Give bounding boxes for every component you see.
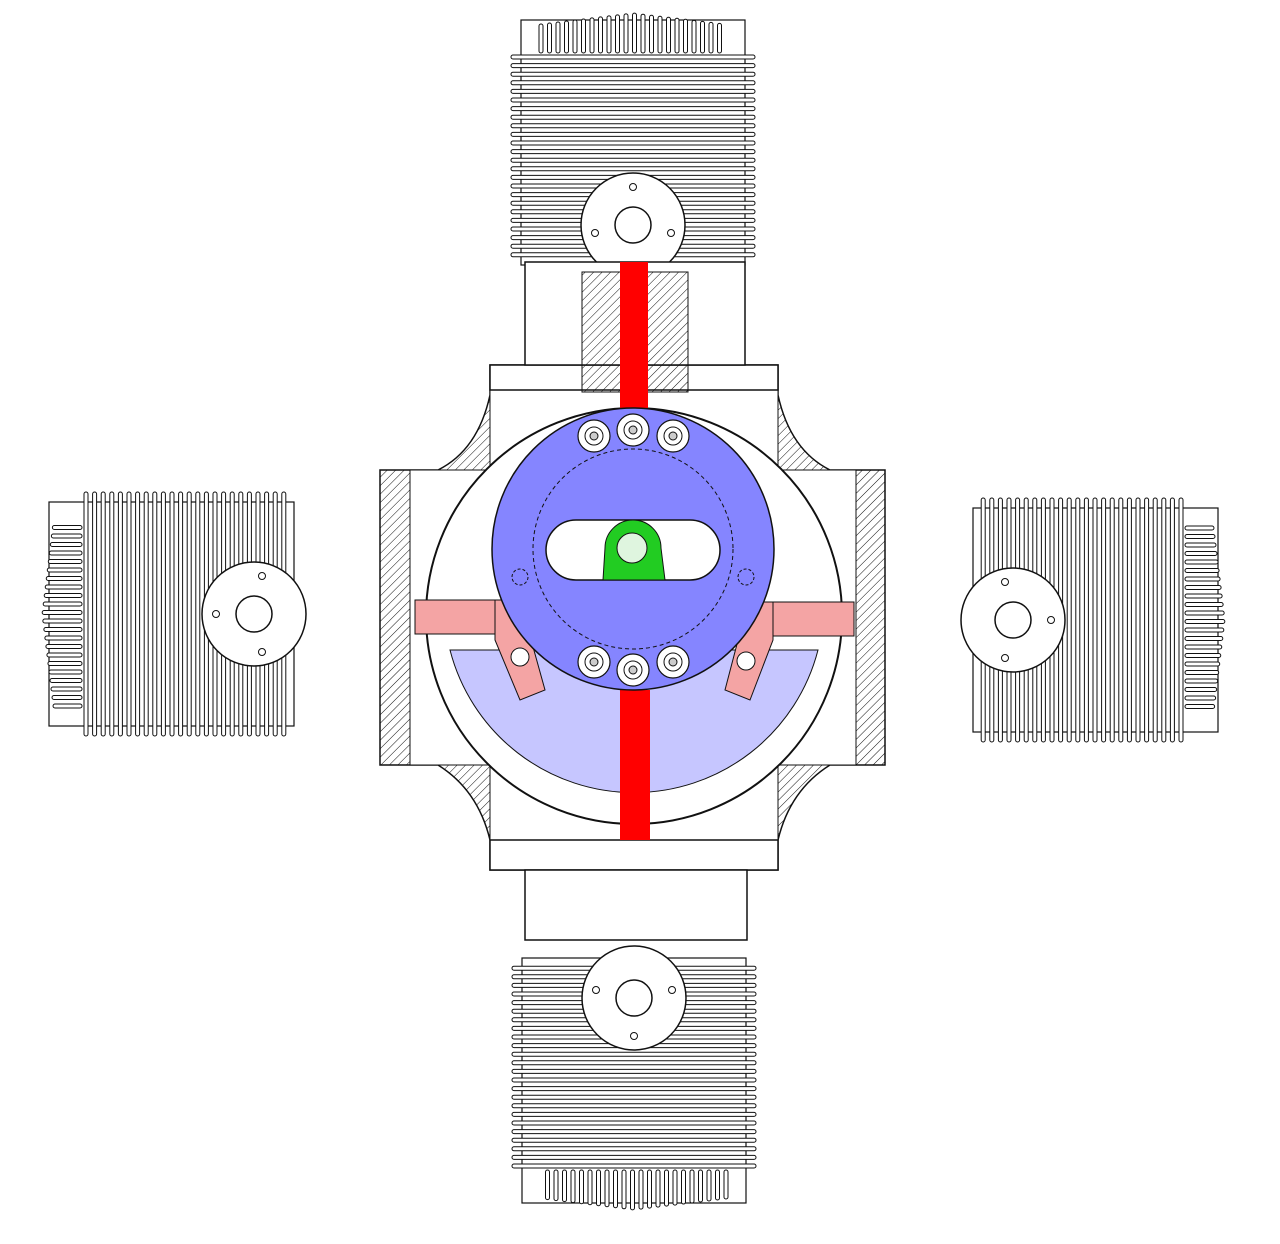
cylinder-fins-icon (510, 12, 756, 258)
right-arm (767, 601, 855, 637)
bottom-connecting-rod (620, 690, 650, 840)
bolt-icon (656, 645, 690, 679)
cylinder-right (960, 497, 1226, 743)
bolt-icon (577, 645, 611, 679)
yoke-mechanism (414, 262, 855, 840)
cylinder-bottom (511, 945, 757, 1211)
bolt-icon (616, 653, 650, 687)
bolt-icon (577, 419, 611, 453)
cylinder-head-plug-icon (581, 945, 687, 1051)
bolt-icon (656, 419, 690, 453)
cylinder-fins-icon (980, 497, 1226, 743)
cylinder-top (510, 12, 756, 278)
cylinder-left (41, 491, 307, 737)
cylinders (41, 12, 1226, 1211)
cylinder-head-plug-icon (960, 567, 1066, 673)
cylinder-head-plug-icon (580, 172, 686, 278)
cylinder-head-plug-icon (201, 561, 307, 667)
left-arm (414, 599, 501, 635)
bolt-icon (616, 413, 650, 447)
top-connecting-rod (620, 262, 648, 412)
